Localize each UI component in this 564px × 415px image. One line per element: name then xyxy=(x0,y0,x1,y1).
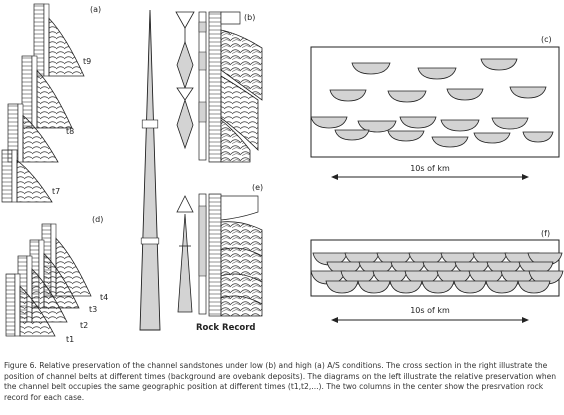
panel-d-stacked-columns xyxy=(5,223,92,337)
time-label-t2: t2 xyxy=(80,321,88,330)
b-triangle-mid xyxy=(176,87,194,101)
strat-column xyxy=(5,273,16,337)
e-triangle-column xyxy=(176,195,194,313)
scale-f-label: 10s of km xyxy=(410,306,450,315)
b-bowtie-column xyxy=(175,11,195,150)
strat-column-sand xyxy=(43,3,50,77)
figure-caption: Figure 6. Relative preservation of the c… xyxy=(4,361,557,402)
channel-belt xyxy=(387,90,427,103)
cross-bedded-unit xyxy=(48,17,85,77)
b-triangle-down xyxy=(175,11,195,29)
channel-belt xyxy=(357,280,391,294)
panel-a: (a) t9 t8 t7 xyxy=(1,3,101,203)
strat-column xyxy=(1,149,13,203)
rock-record-label: Rock Record xyxy=(196,323,256,333)
panel-label-e: (e) xyxy=(252,183,263,192)
panel-f: (f) 10s of km xyxy=(310,229,564,323)
panel-a-stacked-columns xyxy=(1,3,85,203)
panel-e: (e) Rock Record xyxy=(176,183,263,333)
panel-label-a: (a) xyxy=(90,5,101,14)
figure-6: (a) t9 t8 t7 (d) t4 t3 t2 t1 xyxy=(1,3,564,344)
spindle-gap-lower xyxy=(140,237,160,245)
channel-belt xyxy=(473,132,511,144)
cross-bedded-unit xyxy=(31,268,68,323)
panel-label-f: (f) xyxy=(541,229,550,238)
spindle-shape xyxy=(139,9,161,331)
channel-belt xyxy=(480,58,518,71)
time-label-t8: t8 xyxy=(66,127,74,136)
channel-belt xyxy=(453,280,487,294)
b-diamond-lower xyxy=(176,98,194,150)
panel-f-channel-belts xyxy=(310,252,564,294)
strat-column-sand xyxy=(14,273,21,337)
channel-belt xyxy=(517,280,551,294)
channel-belt xyxy=(329,89,367,102)
channel-belt xyxy=(431,136,469,148)
strat-column-sand xyxy=(17,103,24,163)
channel-belt xyxy=(485,280,519,294)
panel-c: (c) 10s of km xyxy=(310,35,560,180)
channel-belt xyxy=(334,129,370,141)
b-diamond-upper xyxy=(176,40,194,90)
channel-belt xyxy=(389,280,423,294)
time-label-t1: t1 xyxy=(66,335,74,344)
scale-c-label: 10s of km xyxy=(410,164,450,173)
channel-belt xyxy=(399,116,437,129)
time-label-t7: t7 xyxy=(52,187,60,196)
channel-belt xyxy=(446,88,484,101)
channel-belt xyxy=(491,117,529,130)
panel-c-scale-bar: 10s of km xyxy=(331,164,529,180)
panel-b: (b) xyxy=(175,11,263,163)
channel-belt xyxy=(387,130,425,142)
spindle-gap-upper xyxy=(141,119,159,129)
e-thin-column xyxy=(198,193,207,315)
panel-label-b: (b) xyxy=(244,13,255,22)
panel-label-d: (d) xyxy=(92,215,103,224)
panel-d: (d) t4 t3 t2 t1 xyxy=(5,215,108,344)
panel-f-scale-bar: 10s of km xyxy=(331,306,529,323)
channel-belt xyxy=(421,280,455,294)
time-label-t3: t3 xyxy=(89,305,97,314)
cross-bedded-unit xyxy=(16,159,53,203)
channel-belt xyxy=(522,131,554,143)
channel-belt xyxy=(440,119,480,132)
cross-bedded-unit xyxy=(19,285,56,337)
strat-column-sand xyxy=(11,149,18,203)
e-log-column xyxy=(208,193,263,317)
channel-belt xyxy=(325,280,359,294)
time-label-t9: t9 xyxy=(83,57,91,66)
strat-column-sand xyxy=(31,55,38,129)
panel-c-channel-belts xyxy=(310,58,554,148)
panel-label-c: (c) xyxy=(541,35,552,44)
central-spindle xyxy=(139,9,161,331)
channel-belt xyxy=(417,67,457,80)
cross-bedded-unit xyxy=(43,252,80,309)
b-thin-column xyxy=(198,11,207,161)
channel-belt xyxy=(351,62,391,75)
cross-bedded-unit xyxy=(22,114,59,163)
time-label-t4: t4 xyxy=(100,293,108,302)
b-log-column xyxy=(208,11,263,163)
channel-belt xyxy=(357,120,397,133)
channel-belt xyxy=(509,86,547,99)
cross-bedded-unit xyxy=(36,69,73,129)
channel-belt xyxy=(310,116,348,129)
